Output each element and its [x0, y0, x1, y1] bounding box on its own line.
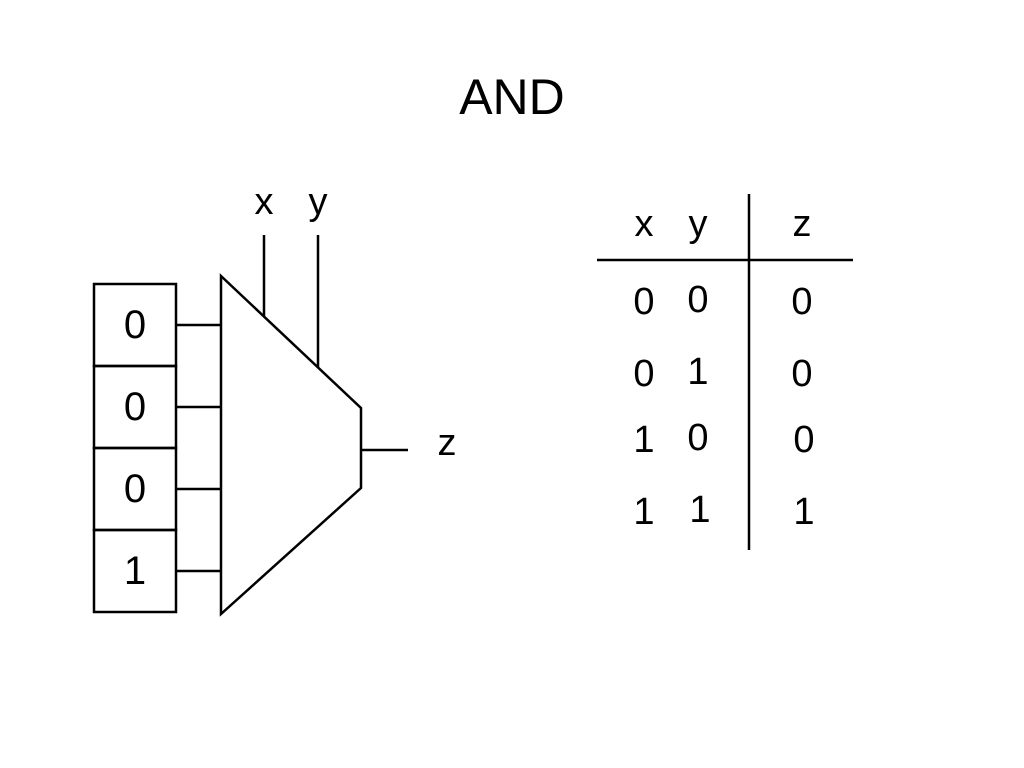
- select-label-y: y: [308, 181, 328, 223]
- truth-table-cell: 0: [633, 353, 655, 395]
- truth-table-cell: 0: [791, 281, 813, 323]
- truth-table-cell: 0: [633, 281, 655, 323]
- output-label-z: z: [437, 422, 457, 464]
- truth-table-header-x: x: [634, 203, 654, 245]
- data-cell-value: 0: [123, 303, 147, 347]
- data-cell-value: 0: [123, 467, 147, 511]
- truth-table-cell: 0: [687, 417, 709, 459]
- truth-table-cell: 0: [793, 419, 815, 461]
- mux-body: [219, 273, 363, 617]
- truth-table-cell: 1: [689, 489, 711, 531]
- truth-table-cell: 1: [687, 351, 709, 393]
- truth-table-cell: 0: [687, 279, 709, 321]
- slide-title: AND: [459, 69, 565, 125]
- data-cell-value: 0: [123, 385, 147, 429]
- truth-table-cell: 1: [633, 419, 655, 461]
- truth-table-header-y: y: [688, 203, 708, 245]
- truth-table-cell: 0: [791, 353, 813, 395]
- data-cell-value: 1: [123, 549, 147, 593]
- truth-table-cell: 1: [793, 491, 815, 533]
- select-label-x: x: [254, 181, 274, 223]
- truth-table-header-z: z: [792, 203, 812, 245]
- truth-table-cell: 1: [633, 491, 655, 533]
